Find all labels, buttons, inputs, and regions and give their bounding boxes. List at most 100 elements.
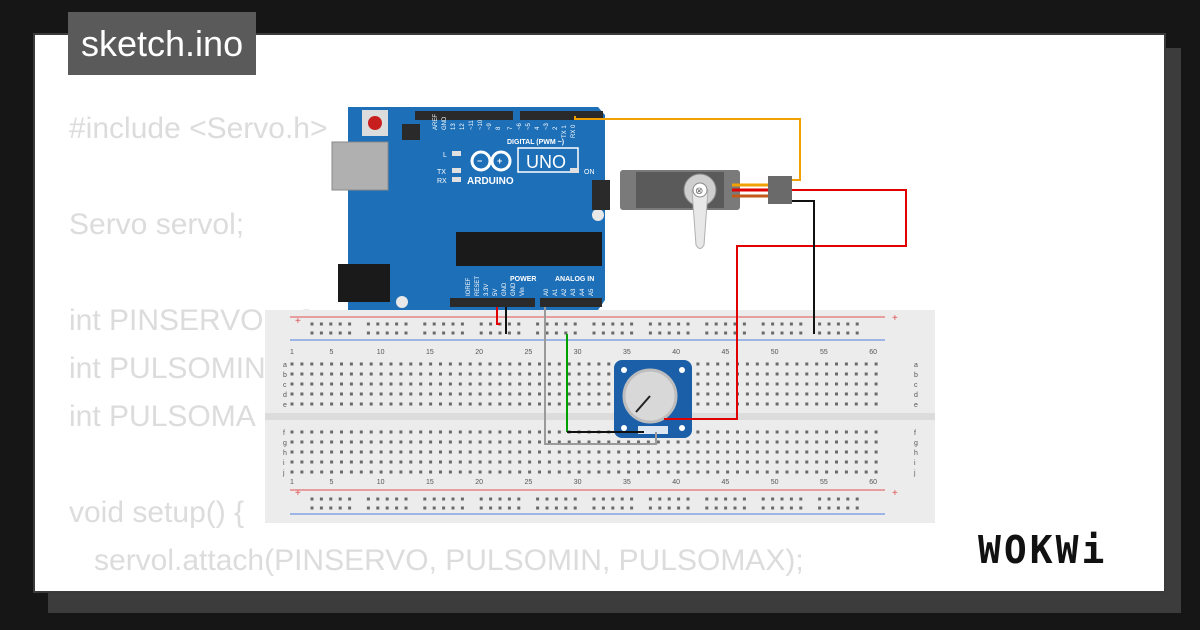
column-number: 15 bbox=[426, 479, 434, 486]
usb-connector bbox=[331, 141, 389, 191]
breadboard-hole bbox=[359, 430, 363, 434]
ground-wire-servo[interactable] bbox=[792, 200, 815, 334]
breadboard-hole bbox=[460, 497, 464, 501]
breadboard-hole bbox=[419, 402, 423, 406]
power-jack bbox=[338, 264, 390, 302]
breadboard-hole bbox=[290, 470, 294, 474]
breadboard-hole bbox=[385, 322, 389, 326]
breadboard-hole bbox=[419, 430, 423, 434]
breadboard-hole bbox=[611, 506, 615, 510]
breadboard-hole bbox=[854, 460, 858, 464]
breadboard-hole bbox=[448, 402, 452, 406]
breadboard-hole bbox=[458, 430, 462, 434]
breadboard-hole bbox=[536, 331, 540, 335]
breadboard-hole bbox=[517, 322, 521, 326]
breadboard-hole bbox=[696, 430, 700, 434]
signal-wire[interactable] bbox=[574, 116, 801, 181]
breadboard-hole bbox=[567, 392, 571, 396]
breadboard-hole bbox=[340, 440, 343, 444]
analog-wire-a0[interactable] bbox=[544, 307, 657, 445]
breadboard-hole bbox=[508, 392, 512, 396]
breadboard-hole bbox=[379, 382, 383, 386]
breadboard-hole bbox=[399, 470, 403, 474]
breadboard-hole bbox=[637, 470, 640, 474]
breadboard-hole bbox=[765, 460, 769, 464]
power-wire-5v[interactable] bbox=[496, 307, 500, 325]
servo-horn[interactable] bbox=[691, 189, 709, 249]
breadboard-hole bbox=[460, 322, 464, 326]
breadboard-hole bbox=[395, 497, 399, 501]
breadboard-hole bbox=[369, 392, 373, 396]
breadboard-hole bbox=[359, 460, 363, 464]
breadboard-hole bbox=[805, 362, 809, 366]
breadboard-hole bbox=[290, 460, 294, 464]
breadboard-hole bbox=[745, 382, 749, 386]
breadboard-hole bbox=[775, 382, 779, 386]
mounting-hole bbox=[621, 367, 627, 373]
pin-label: 5V bbox=[493, 289, 499, 296]
reset-button[interactable] bbox=[368, 116, 382, 130]
breadboard-hole bbox=[478, 362, 482, 366]
column-number: 60 bbox=[869, 479, 877, 486]
arduino-uno-board[interactable]: AREF GND 13 12 ~11 ~10 ~9 8 7 ~6 ~5 4 ~3… bbox=[331, 107, 610, 310]
breadboard-hole bbox=[724, 322, 728, 326]
breadboard-hole bbox=[795, 392, 799, 396]
breadboard-hole bbox=[508, 402, 512, 406]
breadboard-hole bbox=[676, 440, 680, 444]
breadboard-hole bbox=[488, 460, 492, 464]
breadboard-hole bbox=[765, 470, 769, 474]
breadboard-hole bbox=[646, 450, 650, 454]
breadboard-hole bbox=[508, 362, 512, 366]
breadboard-hole bbox=[320, 450, 324, 454]
breadboard-hole bbox=[825, 450, 829, 454]
breadboard-hole bbox=[564, 497, 568, 501]
breadboard-hole bbox=[646, 440, 650, 444]
breadboard-hole bbox=[479, 331, 483, 335]
breadboard-hole bbox=[329, 497, 333, 501]
breadboard-hole bbox=[409, 382, 413, 386]
pin-label: 12 bbox=[460, 123, 466, 130]
breadboard-hole bbox=[439, 402, 442, 406]
breadboard-hole bbox=[448, 460, 452, 464]
breadboard-hole bbox=[517, 331, 521, 335]
servo-motor[interactable]: ⊗ bbox=[620, 170, 792, 249]
breadboard-hole bbox=[686, 497, 690, 501]
breadboard-hole bbox=[601, 331, 605, 335]
breadboard-hole bbox=[518, 382, 522, 386]
svg-text:−: − bbox=[477, 156, 482, 166]
breadboard-hole bbox=[733, 331, 737, 335]
breadboard-hole bbox=[761, 506, 765, 510]
breadboard-hole bbox=[755, 362, 759, 366]
breadboard-hole bbox=[518, 362, 522, 366]
breadboard-hole bbox=[300, 460, 304, 464]
breadboard-hole bbox=[409, 430, 413, 434]
breadboard-hole bbox=[369, 402, 373, 406]
breadboard-hole bbox=[338, 506, 342, 510]
power-wire-servo[interactable] bbox=[664, 189, 907, 420]
potentiometer[interactable] bbox=[614, 360, 692, 438]
breadboard-hole bbox=[864, 470, 868, 474]
column-number: 45 bbox=[722, 479, 730, 486]
breadboard-hole bbox=[844, 470, 848, 474]
digital-header-left bbox=[415, 111, 513, 120]
breadboard-hole bbox=[310, 430, 314, 434]
breadboard-hole bbox=[597, 382, 601, 386]
breadboard-hole bbox=[538, 392, 541, 396]
breadboard-hole bbox=[815, 460, 819, 464]
breadboard-hole bbox=[320, 470, 324, 474]
breadboard-hole bbox=[348, 506, 352, 510]
breadboard-hole bbox=[404, 497, 408, 501]
breadboard-hole bbox=[488, 402, 492, 406]
breadboard-hole bbox=[557, 392, 561, 396]
breadboard-hole bbox=[686, 470, 690, 474]
breadboard-hole bbox=[607, 470, 611, 474]
breadboard-hole bbox=[399, 430, 403, 434]
breadboard-hole bbox=[458, 450, 462, 454]
breadboard-hole bbox=[627, 460, 631, 464]
breadboard-hole bbox=[676, 450, 680, 454]
breadboard-hole bbox=[789, 497, 793, 501]
breadboard-hole bbox=[714, 331, 718, 335]
